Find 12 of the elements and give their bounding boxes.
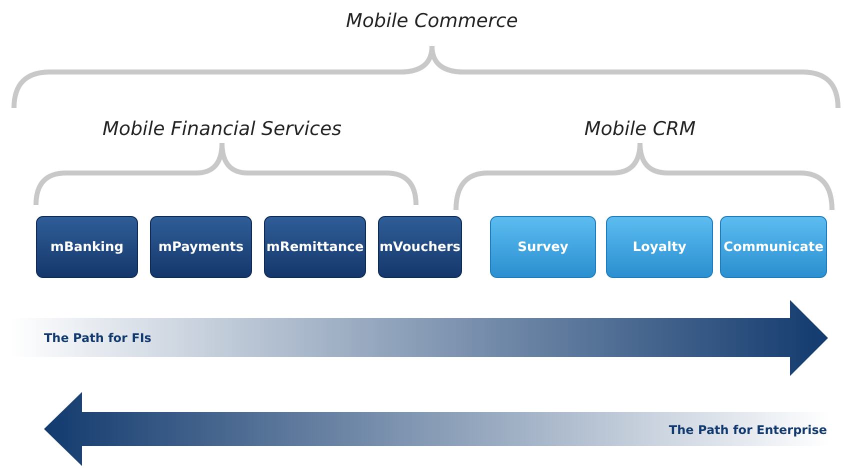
section-heading: Mobile CRM (584, 118, 696, 140)
arrow-label: The Path for Enterprise (668, 423, 827, 437)
process-box: mBanking (36, 216, 138, 278)
section-heading: Mobile Financial Services (102, 118, 342, 140)
process-box: Loyalty (606, 216, 713, 278)
section-heading: Mobile Commerce (346, 10, 518, 32)
process-box: Survey (490, 216, 596, 278)
arrow-label: The Path for FIs (44, 331, 152, 345)
process-box: mRemittance (264, 216, 366, 278)
process-box: mPayments (150, 216, 252, 278)
process-box: Communicate (720, 216, 827, 278)
process-box: mVouchers (378, 216, 462, 278)
